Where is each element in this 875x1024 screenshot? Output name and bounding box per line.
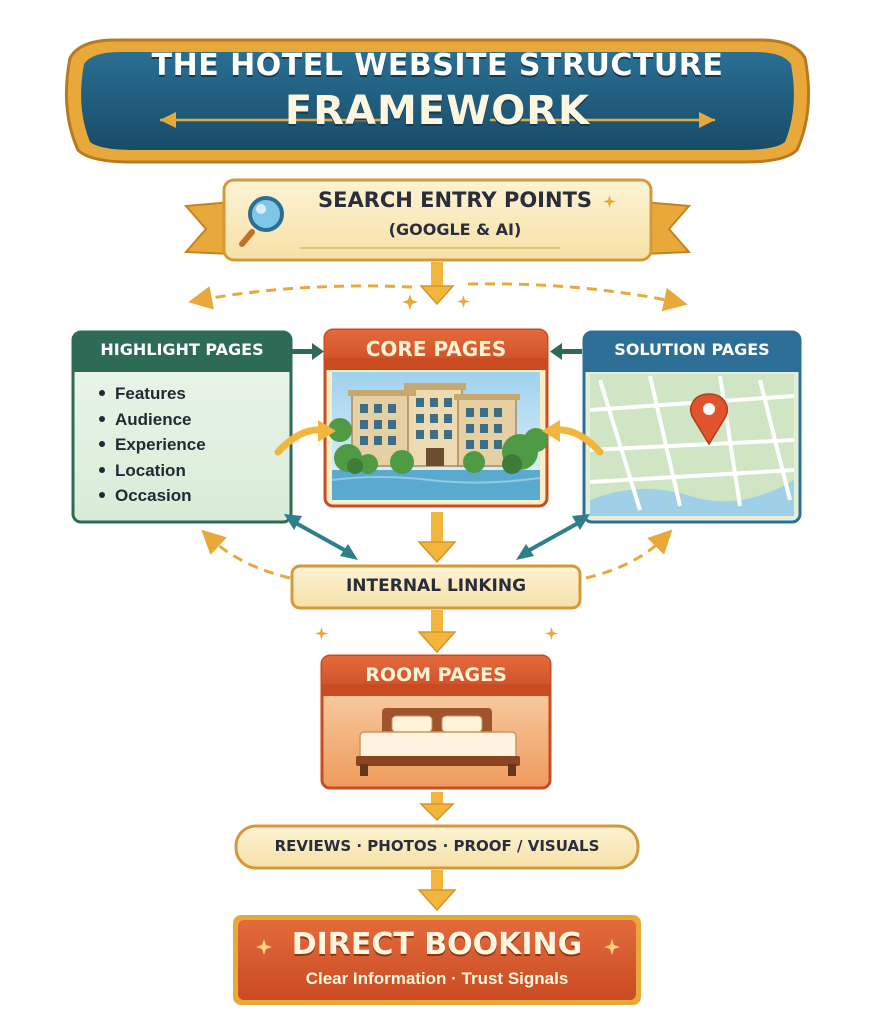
entry-banner xyxy=(183,178,692,262)
arrow-core-to-linking xyxy=(417,512,457,564)
list-item: Occasion xyxy=(90,483,206,509)
double-arrow-left xyxy=(284,514,358,560)
title-line-2: FRAMEWORK xyxy=(284,88,591,134)
room-title: ROOM PAGES xyxy=(365,664,507,686)
dashed-arc-left xyxy=(188,284,413,310)
booking-sparkle-icons xyxy=(256,939,620,955)
arrow-entry-to-core xyxy=(419,262,455,306)
dashed-arc-right xyxy=(467,282,688,312)
list-item: Location xyxy=(90,458,206,484)
dashed-arc-lower-left xyxy=(201,529,291,580)
title-line-1: THE HOTEL WEBSITE STRUCTURE xyxy=(151,48,724,83)
hotel-building-icon xyxy=(328,383,548,500)
entry-title: SEARCH ENTRY POINTS xyxy=(317,188,593,212)
arrow-highlight-to-core xyxy=(292,343,324,360)
arrow-linking-to-room xyxy=(417,610,457,654)
linking-pill xyxy=(290,564,582,610)
arrow-room-to-proof xyxy=(419,792,455,822)
bed-icon xyxy=(356,708,520,776)
solution-title: SOLUTION PAGES xyxy=(614,340,770,359)
dashed-arc-lower-right xyxy=(585,529,673,580)
list-item: Experience xyxy=(90,432,206,458)
proof-pill xyxy=(234,824,640,870)
list-item: Audience xyxy=(90,407,206,433)
double-arrow-right xyxy=(516,514,590,560)
entry-subtitle: (GOOGLE & AI) xyxy=(388,220,522,239)
highlight-box xyxy=(71,330,293,524)
booking-subtitle: Clear Information · Trust Signals xyxy=(305,969,569,988)
booking-box xyxy=(233,915,641,1005)
linking-title: INTERNAL LINKING xyxy=(345,576,527,596)
curved-arrow-right-head xyxy=(542,420,560,442)
title-banner xyxy=(64,38,811,164)
arrow-proof-to-booking xyxy=(417,870,457,912)
magnifier-icon xyxy=(239,196,284,247)
arrow-solution-to-core xyxy=(550,343,582,360)
list-item: Features xyxy=(90,381,206,407)
map-icon xyxy=(589,374,795,516)
highlight-title: HIGHLIGHT PAGES xyxy=(100,340,264,359)
sparkle-decor xyxy=(315,195,616,640)
curved-arrow-left-head xyxy=(318,420,336,442)
proof-title: REVIEWS · PHOTOS · PROOF / VISUALS xyxy=(274,837,600,855)
highlight-list: Features Audience Experience Location Oc… xyxy=(90,381,206,509)
booking-title: DIRECT BOOKING xyxy=(291,927,583,962)
core-title: CORE PAGES xyxy=(365,337,507,361)
